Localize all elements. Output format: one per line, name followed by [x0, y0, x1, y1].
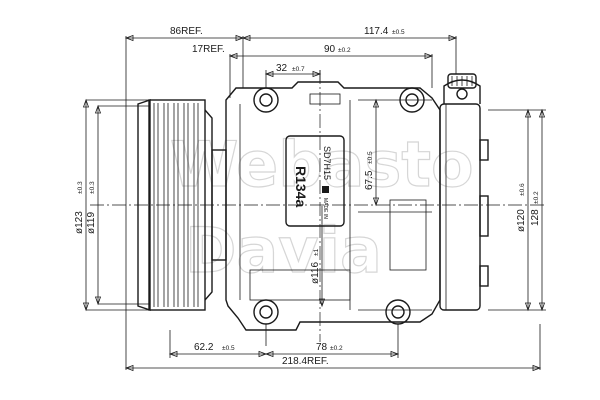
plate-origin: MADE IN	[322, 198, 328, 219]
dim-78: 78	[316, 342, 328, 353]
dim-128-tol: ±0.2	[533, 191, 540, 204]
label-plate: SD7H15 R134a MADE IN	[285, 135, 345, 227]
dim-d120: ø120	[516, 209, 527, 232]
dim-d123-tol: ±0.3	[77, 181, 84, 194]
dim-d120-tol: ±0.6	[519, 183, 526, 196]
dim-d116-tol: ±1	[313, 248, 320, 256]
lug-bottom-right	[385, 299, 411, 325]
dim-67: 67.5	[364, 170, 375, 190]
dim-d116: ø116	[310, 262, 321, 284]
plate-mark	[322, 186, 329, 193]
dim-62: 62.2	[194, 342, 214, 353]
dim-90-tol: ±0.2	[338, 47, 351, 54]
mounting-lugs	[253, 87, 425, 325]
dim-32: 32	[276, 63, 288, 74]
dim-86ref: 86REF.	[170, 26, 203, 37]
compressor-body	[225, 81, 441, 331]
service-port	[456, 88, 468, 100]
dim-90: 90	[324, 44, 336, 55]
dim-117-tol: ±0.5	[392, 29, 405, 36]
centerlines	[90, 70, 545, 342]
lug-top-left	[253, 87, 279, 113]
watermark-line2: Davia	[185, 214, 382, 287]
dim-117: 117.4	[364, 26, 389, 37]
dim-218ref: 218.4REF.	[282, 356, 329, 367]
dimension-texts: 86REF. 117.4 ±0.5 17REF. 90 ±0.2 32 ±0.7…	[74, 26, 541, 367]
rear-head	[439, 73, 489, 311]
dim-d119-tol: ±0.3	[89, 181, 96, 194]
dimension-lines	[82, 34, 546, 372]
dim-17ref: 17REF.	[192, 44, 225, 55]
dim-d123: ø123	[74, 211, 85, 234]
watermark: Webasto Davia	[169, 127, 474, 287]
lug-top-right	[399, 87, 425, 113]
watermark-line1: Webasto	[170, 128, 474, 201]
dim-32-tol: ±0.7	[292, 66, 305, 73]
dim-62-tol: ±0.5	[222, 345, 235, 352]
plate-model: SD7H15	[322, 146, 332, 180]
dim-67-tol: ±0.5	[367, 151, 374, 164]
dim-128: 128	[530, 209, 541, 226]
lug-bottom-left	[253, 299, 279, 325]
dim-d119: ø119	[86, 212, 97, 234]
dim-78-tol: ±0.2	[330, 345, 343, 352]
plate-refrigerant: R134a	[293, 166, 309, 207]
